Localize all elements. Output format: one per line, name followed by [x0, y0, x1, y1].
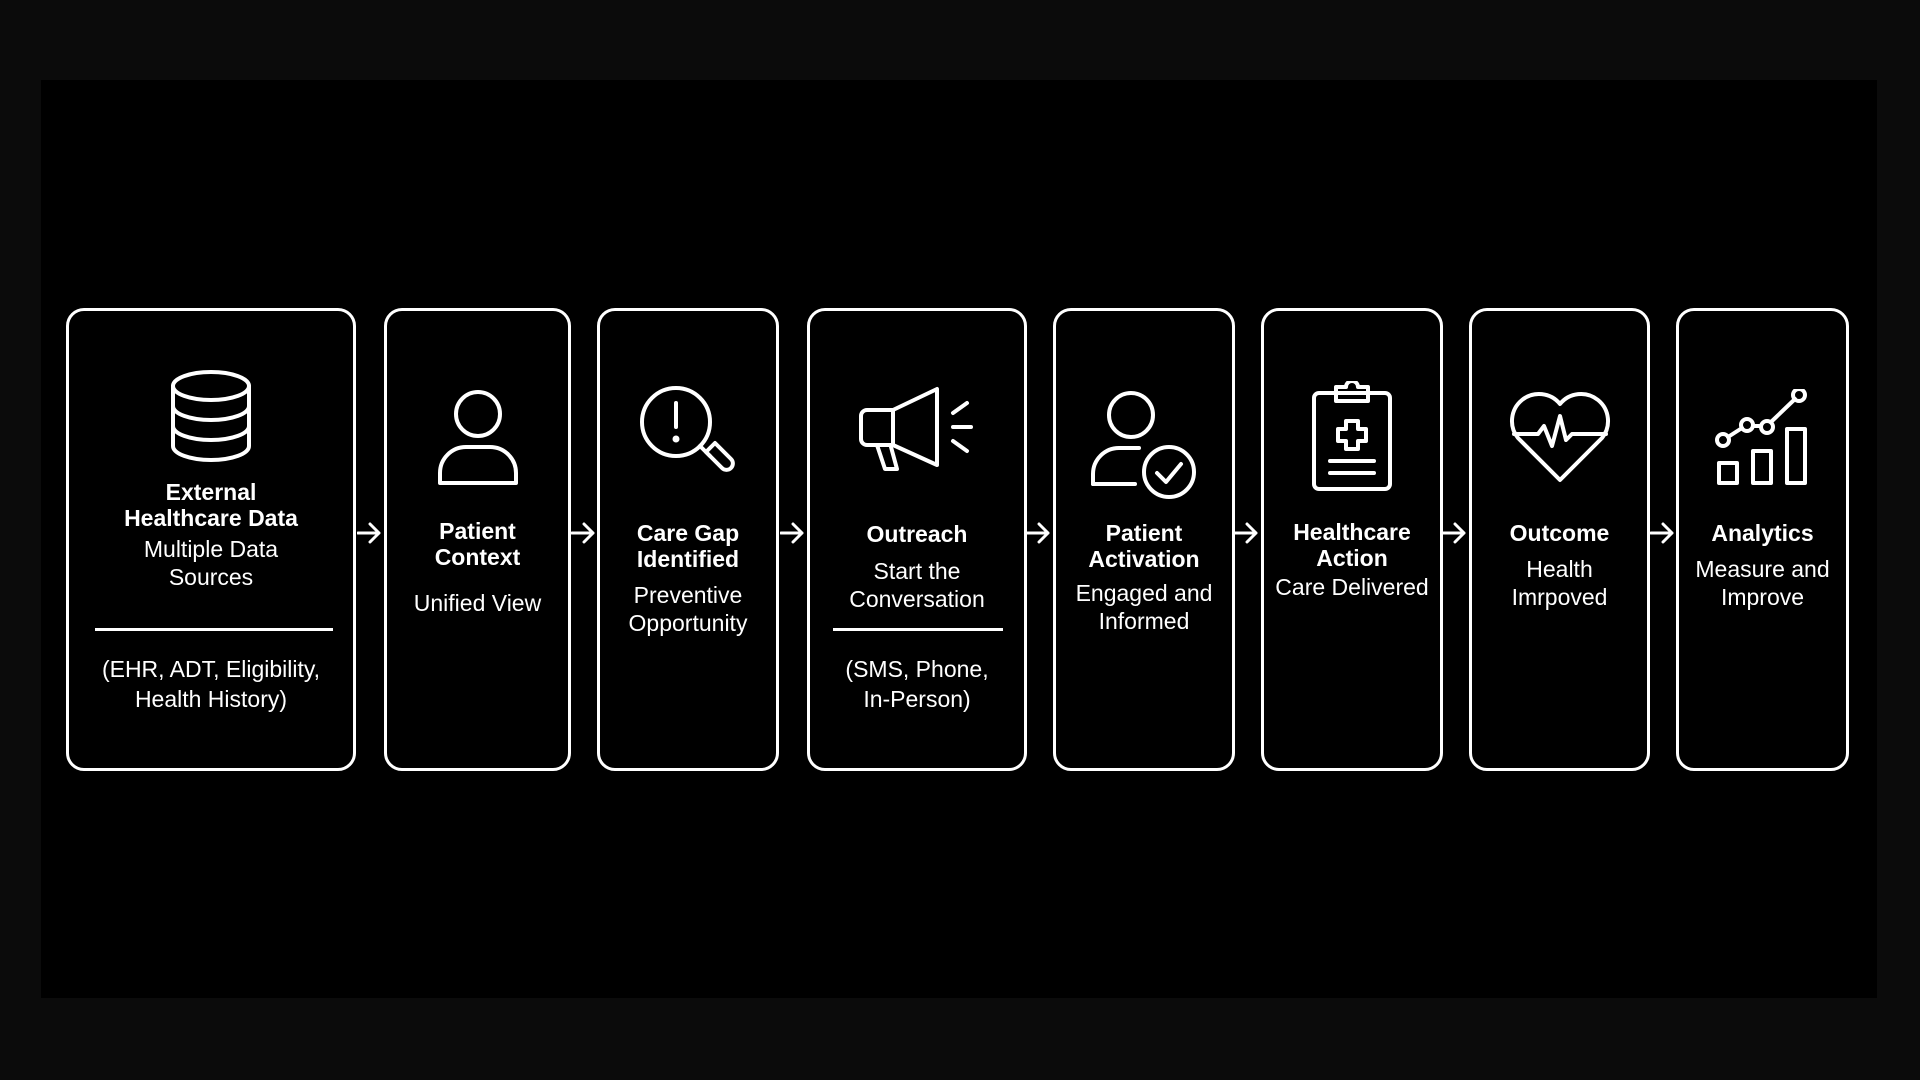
clipboard-medical-icon [1312, 381, 1392, 491]
arrow-right-icon [1442, 522, 1466, 544]
arrow-right-icon [1026, 522, 1050, 544]
step-subtitle-line: Opportunity [628, 610, 748, 636]
step-title-line: Action [1316, 545, 1388, 571]
step-title: Patient Context [393, 518, 562, 570]
step-title: Outreach [816, 521, 1018, 547]
person-check-icon [1091, 391, 1196, 499]
step-subtitle-line: Preventive [633, 582, 743, 608]
step-title-line: Activation [1088, 546, 1200, 572]
magnifier-alert-icon [640, 386, 735, 472]
step-subtitle-line: Conversation [849, 586, 985, 612]
step-subtitle-line: Measure and [1695, 556, 1830, 582]
divider [833, 628, 1003, 631]
step-subtitle-line: Engaged and [1075, 580, 1213, 606]
step-subtitle-line: Start the [873, 558, 961, 584]
step-subtitle: Unified View [393, 589, 562, 617]
step-subtitle-line: Improve [1720, 584, 1805, 610]
arrow-right-icon [571, 522, 595, 544]
step-subtitle-line: Care Delivered [1275, 574, 1429, 600]
person-icon [437, 390, 518, 485]
step-subtitle-line: Sources [168, 564, 254, 590]
step-title-line: Patient [439, 518, 516, 544]
step-title: Healthcare Action [1270, 519, 1434, 571]
step-subtitle: Engaged and Informed [1062, 579, 1226, 635]
divider [95, 628, 333, 631]
step-title: Analytics [1685, 520, 1840, 546]
step-subtitle-line: Health [1526, 556, 1593, 582]
step-card-patient-context: Patient Context Unified View [384, 308, 571, 771]
arrow-right-icon [1234, 522, 1258, 544]
step-title: Outcome [1478, 520, 1641, 546]
step-detail-line: (EHR, ADT, Eligibility, [101, 656, 321, 682]
step-card-outreach: Outreach Start the Conversation (SMS, Ph… [807, 308, 1027, 771]
heart-pulse-icon [1509, 392, 1610, 482]
step-subtitle: Start the Conversation [816, 557, 1018, 613]
step-detail-line: In-Person) [863, 686, 971, 712]
step-subtitle: Multiple Data Sources [75, 535, 347, 591]
step-detail-line: (SMS, Phone, [845, 656, 989, 682]
step-title-line: Care Gap [636, 520, 740, 546]
step-detail-line: Health History) [134, 686, 288, 712]
step-title-line: External [165, 479, 257, 505]
step-subtitle-line: Multiple Data [143, 536, 279, 562]
step-title-line: Analytics [1711, 520, 1814, 546]
analytics-chart-icon [1714, 389, 1807, 485]
arrow-right-icon [780, 522, 804, 544]
step-subtitle: Measure and Improve [1685, 555, 1840, 611]
database-icon [171, 370, 251, 462]
step-title-line: Patient [1105, 520, 1183, 546]
step-title-line: Healthcare [1293, 519, 1411, 545]
step-detail: (EHR, ADT, Eligibility, Health History) [75, 654, 347, 714]
step-subtitle-line: Imrpoved [1511, 584, 1608, 610]
step-title: Care Gap Identified [606, 520, 770, 572]
step-title: External Healthcare Data [75, 479, 347, 531]
step-subtitle-line: Informed [1098, 608, 1190, 634]
step-title-line: Context [434, 544, 521, 570]
megaphone-icon [859, 387, 973, 471]
step-subtitle: Preventive Opportunity [606, 581, 770, 637]
step-title-line: Outcome [1509, 520, 1610, 546]
arrow-right-icon [1650, 522, 1674, 544]
step-card-care-gap-identified: Care Gap Identified Preventive Opportuni… [597, 308, 779, 771]
step-subtitle-line: Unified View [413, 590, 542, 616]
step-subtitle: Care Delivered [1270, 573, 1434, 601]
step-title: Patient Activation [1062, 520, 1226, 572]
step-card-healthcare-action: Healthcare Action Care Delivered [1261, 308, 1443, 771]
step-title-line: Outreach [866, 521, 968, 547]
step-title-line: Healthcare Data [124, 505, 298, 531]
step-card-analytics: Analytics Measure and Improve [1676, 308, 1849, 771]
step-title-line: Identified [636, 546, 740, 572]
step-card-outcome: Outcome Health Imrpoved [1469, 308, 1650, 771]
step-detail: (SMS, Phone, In-Person) [816, 654, 1018, 714]
step-card-patient-activation: Patient Activation Engaged and Informed [1053, 308, 1235, 771]
step-card-external-healthcare-data: External Healthcare Data Multiple Data S… [66, 308, 356, 771]
step-subtitle: Health Imrpoved [1478, 555, 1641, 611]
arrow-right-icon [357, 522, 381, 544]
